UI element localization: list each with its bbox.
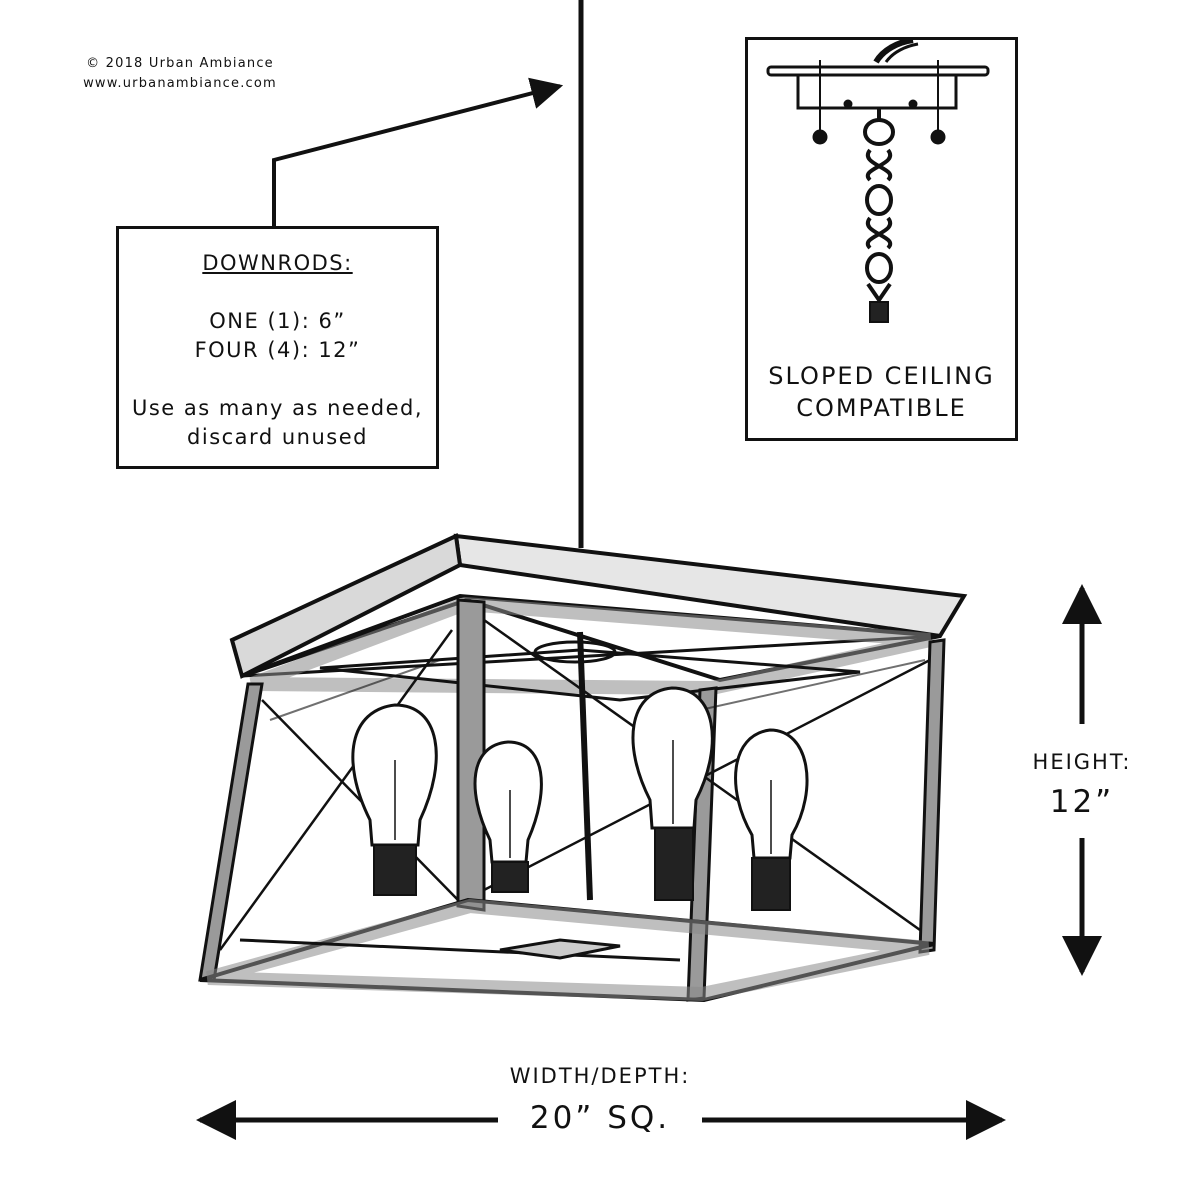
edison-bulb-icon [631, 686, 714, 901]
downrod-four-spec: FOUR (4): 12” [194, 338, 361, 362]
chain-icon [863, 108, 895, 323]
copyright-notice: © 2018 Urban Ambiance www.urbanambiance.… [60, 54, 300, 94]
ceiling-canopy-icon [766, 40, 990, 323]
width-depth-value: 20” SQ. [529, 1100, 671, 1136]
copyright-line: © 2018 Urban Ambiance [86, 56, 274, 71]
sloped-ceiling-callout: SLOPED CEILING COMPATIBLE [745, 37, 1018, 441]
light-fixture-icon [198, 533, 968, 1003]
downrod-one-spec: ONE (1): 6” [209, 309, 346, 333]
width-depth-label: WIDTH/DEPTH: [509, 1064, 691, 1088]
edison-bulb-icon [734, 728, 809, 911]
downrods-heading: DOWNRODS: [202, 251, 353, 275]
height-label: HEIGHT: [1032, 750, 1132, 774]
sloped-ceiling-line-2: COMPATIBLE [796, 394, 967, 422]
downrods-callout: DOWNRODS: ONE (1): 6” FOUR (4): 12” Use … [116, 226, 439, 469]
edison-bulb-icon [351, 703, 438, 896]
downrods-note-line-1: Use as many as needed, [131, 396, 424, 420]
website-url: www.urbanambiance.com [83, 76, 277, 91]
edison-bulb-icon [473, 740, 543, 893]
downrods-leader-arrow [272, 77, 564, 226]
height-value: 12” [1049, 784, 1115, 820]
sloped-ceiling-line-1: SLOPED CEILING [768, 362, 995, 390]
downrods-note-line-2: discard unused [187, 425, 368, 449]
